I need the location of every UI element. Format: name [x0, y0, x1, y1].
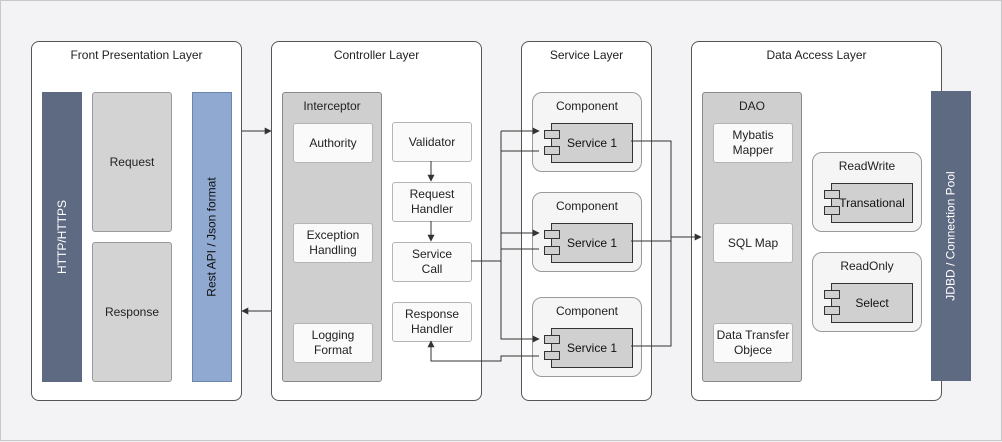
component-group-2: Component Service 1 — [532, 192, 642, 272]
component-tab — [544, 230, 560, 239]
logging-format-box: Logging Format — [293, 323, 373, 363]
transactional-component: Transational — [824, 183, 913, 223]
dao-title: DAO — [738, 99, 765, 113]
request-box: Request — [92, 92, 172, 232]
component-tab — [544, 246, 560, 255]
controller-layer-title: Controller Layer — [333, 48, 420, 62]
mybatis-mapper-box: Mybatis Mapper — [713, 123, 793, 163]
transactional-label: Transational — [839, 196, 905, 210]
service-component-2: Service 1 — [544, 223, 633, 263]
service-label: Service 1 — [566, 236, 618, 250]
authority-box: Authority — [293, 123, 373, 163]
service-component-3: Service 1 — [544, 328, 633, 368]
validator-box: Validator — [392, 122, 472, 162]
line-service-call-bus — [471, 131, 502, 262]
service-call-box: Service Call — [392, 242, 472, 282]
line-component-3-to-dao — [631, 237, 672, 347]
component-tab — [544, 130, 560, 139]
readwrite-title: ReadWrite — [838, 159, 896, 173]
readonly-group: ReadOnly Select — [812, 252, 922, 332]
front-presentation-layer: Front Presentation Layer HTTP/HTTPS Requ… — [31, 41, 242, 401]
service-label: Service 1 — [566, 341, 618, 355]
http-https-bar: HTTP/HTTPS — [42, 92, 82, 382]
data-access-layer-title: Data Access Layer — [766, 48, 867, 62]
arrow-to-response-handler — [427, 340, 539, 362]
interceptor-group: Interceptor Authority Exception Handling… — [282, 92, 382, 382]
component-group-1: Component Service 1 — [532, 92, 642, 172]
service-label: Service 1 — [566, 136, 618, 150]
component-title: Component — [555, 99, 619, 113]
line-component-1-return — [500, 131, 539, 152]
data-transfer-object-box: Data Transfer Objece — [713, 323, 793, 363]
component-tab — [544, 146, 560, 155]
rest-api-bar: Rest API / Json format — [192, 92, 232, 382]
component-tab — [544, 351, 560, 360]
response-handler-box: Response Handler — [392, 302, 472, 342]
component-tab — [544, 335, 560, 344]
exception-handling-box: Exception Handling — [293, 223, 373, 263]
component-tab — [824, 190, 840, 199]
sql-map-box: SQL Map — [713, 223, 793, 263]
service-layer-title: Service Layer — [549, 48, 624, 62]
data-access-layer: Data Access Layer DAO Mybatis Mapper SQL… — [691, 41, 942, 401]
front-layer-title: Front Presentation Layer — [70, 48, 203, 62]
readonly-title: ReadOnly — [840, 259, 894, 273]
component-title: Component — [555, 304, 619, 318]
dao-group: DAO Mybatis Mapper SQL Map Data Transfer… — [702, 92, 802, 382]
component-tab — [824, 206, 840, 215]
controller-layer: Controller Layer Interceptor Authority E… — [271, 41, 482, 401]
component-title: Component — [555, 199, 619, 213]
component-tab — [824, 290, 840, 299]
component-tab — [824, 306, 840, 315]
select-label: Select — [855, 296, 889, 310]
arrow-to-component-3 — [500, 261, 540, 343]
readwrite-group: ReadWrite Transational — [812, 152, 922, 232]
request-handler-box: Request Handler — [392, 182, 472, 222]
connection-pool-bar: JDBD / Connection Pool — [931, 91, 971, 381]
service-component-1: Service 1 — [544, 123, 633, 163]
response-box: Response — [92, 242, 172, 382]
component-group-3: Component Service 1 — [532, 297, 642, 377]
service-layer: Service Layer Component Service 1 Compon… — [521, 41, 652, 401]
interceptor-title: Interceptor — [303, 99, 361, 113]
select-component: Select — [824, 283, 913, 323]
line-component-1-to-dao — [631, 140, 672, 237]
